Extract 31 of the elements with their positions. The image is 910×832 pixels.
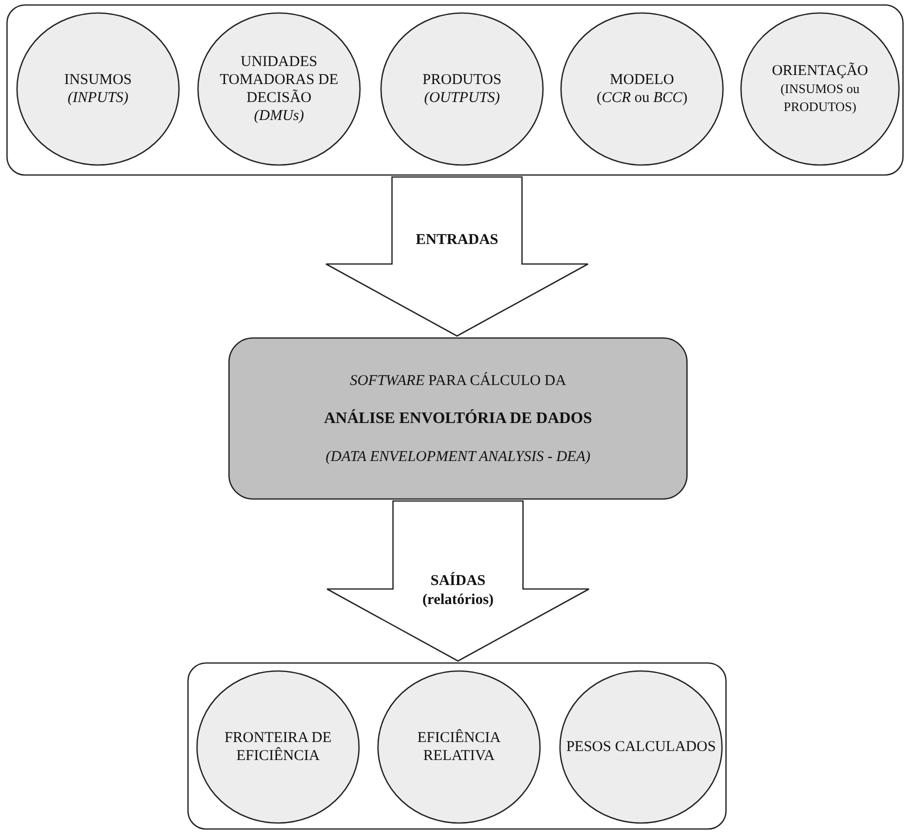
node-subtitle: (INPUTS) xyxy=(68,89,128,107)
node-subtitle: (OUTPUTS) xyxy=(424,89,500,107)
group-frame xyxy=(187,662,727,830)
node-title: FRONTEIRA DE EFICIÊNCIA xyxy=(223,729,333,765)
node-subtitle: (DATA ENVELOPMENT ANALYSIS - DEA) xyxy=(326,448,590,466)
node-title: INSUMOS xyxy=(64,71,132,89)
node-title: SOFTWARE PARA CÁLCULO DA xyxy=(350,372,566,390)
node-subtitle: (DMUs) xyxy=(254,107,304,125)
node-title: PESOS CALCULADOS xyxy=(566,738,716,756)
circle-node xyxy=(559,670,723,824)
node-title: ORIENTAÇÃO xyxy=(772,62,868,80)
node-subtitle: (INSUMOS ou PRODUTOS) xyxy=(779,80,861,116)
edge-label: ENTRADAS xyxy=(414,231,500,250)
node-title: MODELO xyxy=(610,71,674,89)
node-subtitle: (CCR ou BCC) xyxy=(596,89,688,107)
circle-node xyxy=(560,12,724,166)
group-frame xyxy=(6,4,904,176)
process-box xyxy=(228,337,688,500)
node-title: UNIDADES TOMADORAS DE DECISÃO xyxy=(218,53,340,107)
circle-node xyxy=(380,12,544,166)
node-title: EFICIÊNCIA RELATIVA xyxy=(416,729,502,765)
circle-node xyxy=(740,12,900,166)
circle-node xyxy=(197,12,361,166)
circle-node xyxy=(16,12,180,166)
block-arrow xyxy=(325,176,589,337)
node-title: PRODUTOS xyxy=(422,71,502,89)
edge-label: SAÍDAS (relatórios) xyxy=(421,572,495,610)
block-arrow xyxy=(326,500,590,662)
circle-node xyxy=(377,670,541,824)
node-subtitle: ANÁLISE ENVOLTÓRIA DE DADOS xyxy=(324,410,592,428)
circle-node xyxy=(196,670,360,824)
